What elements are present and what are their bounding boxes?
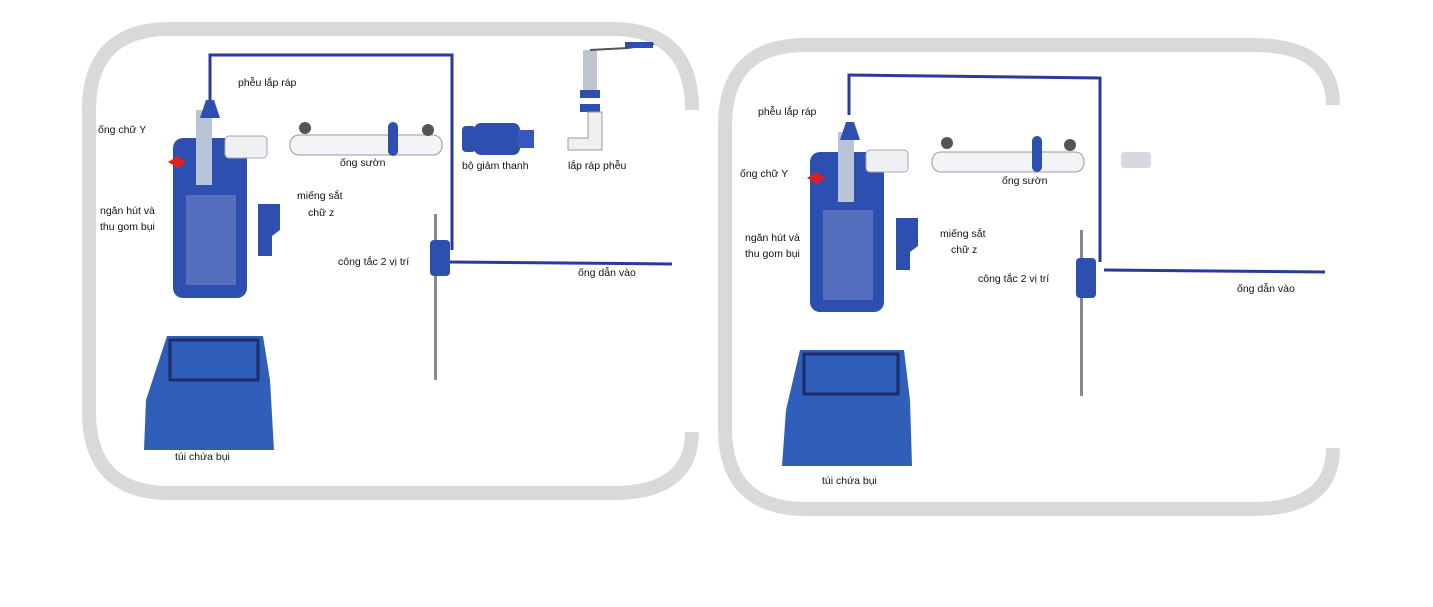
right-rib-pipe bbox=[931, 136, 1085, 173]
label-z-plate-line2: chữ z bbox=[951, 244, 978, 256]
label-silencer: bộ giảm thanh bbox=[462, 160, 529, 172]
label-chamber-line2: thu gom bụi bbox=[745, 248, 800, 260]
right-panel-frame bbox=[718, 38, 1340, 516]
label-switch: công tắc 2 vị trí bbox=[978, 273, 1050, 285]
label-z-plate-line2: chữ z bbox=[308, 207, 335, 219]
left-switch bbox=[430, 214, 450, 380]
right-inlet-line bbox=[1103, 268, 1326, 274]
left-dust-chamber bbox=[168, 100, 268, 298]
left-z-plate bbox=[258, 204, 280, 256]
label-inlet-pipe: ống dẫn vào bbox=[578, 267, 636, 279]
label-funnel-fitting: lắp ráp phễu bbox=[568, 160, 627, 172]
left-silencer bbox=[462, 123, 534, 155]
label-chamber-line2: thu gom bụi bbox=[100, 221, 155, 233]
label-z-plate-line1: miếng sắt bbox=[940, 228, 986, 240]
right-z-plate bbox=[896, 218, 918, 270]
right-dust-chamber bbox=[807, 122, 909, 312]
right-connection-line bbox=[847, 73, 1102, 262]
label-y-pipe: ống chữ Y bbox=[740, 168, 789, 180]
left-funnel-fitting bbox=[567, 42, 655, 151]
right-marker-arrow bbox=[807, 172, 825, 184]
right-dust-bag bbox=[782, 350, 912, 466]
label-switch: công tắc 2 vị trí bbox=[338, 256, 410, 268]
label-y-pipe: ống chữ Y bbox=[98, 124, 147, 136]
label-rib-pipe: ống sườn bbox=[1002, 175, 1048, 187]
label-chamber-line1: ngăn hút và bbox=[100, 205, 155, 217]
left-dust-bag bbox=[144, 336, 274, 450]
label-funnel-assembly: phễu lắp ráp bbox=[758, 106, 817, 118]
right-switch bbox=[1076, 230, 1096, 396]
label-rib-pipe: ống sườn bbox=[340, 157, 386, 169]
label-inlet-pipe: ống dẫn vào bbox=[1237, 283, 1295, 295]
label-dust-bag: túi chứa bụi bbox=[822, 475, 877, 487]
left-inlet-line bbox=[449, 260, 673, 266]
left-marker-arrow bbox=[168, 156, 186, 168]
label-chamber-line1: ngăn hút và bbox=[745, 232, 800, 244]
label-z-plate-line1: miếng sắt bbox=[297, 190, 343, 202]
left-connection-line bbox=[208, 53, 454, 250]
label-funnel-assembly: phễu lắp ráp bbox=[238, 77, 297, 89]
right-coupling bbox=[1121, 152, 1151, 168]
left-rib-pipe bbox=[289, 122, 443, 156]
left-panel-frame bbox=[82, 22, 699, 500]
label-dust-bag: túi chứa bụi bbox=[175, 451, 230, 463]
